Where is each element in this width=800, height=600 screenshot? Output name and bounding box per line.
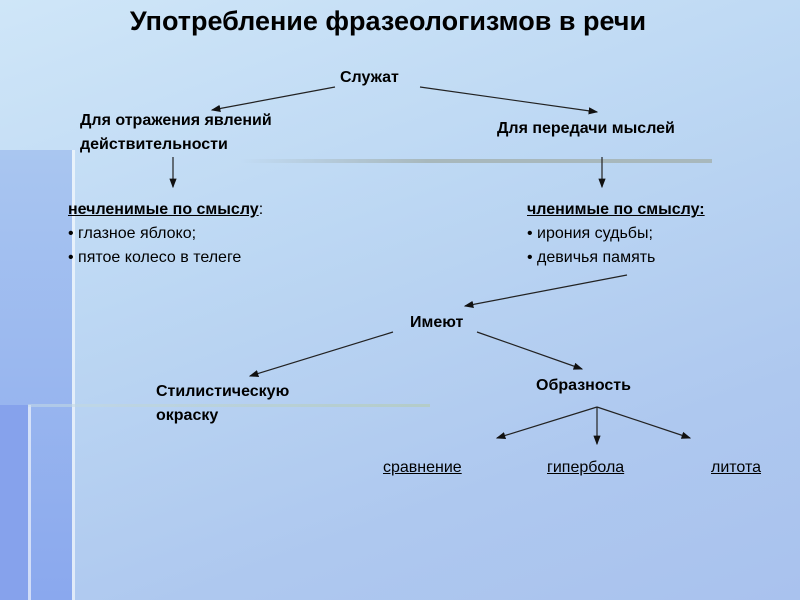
list-item: • девичья память (527, 249, 656, 266)
decor-line (240, 159, 712, 163)
link-litotes[interactable]: литота (711, 459, 762, 476)
decor-line (28, 404, 430, 407)
colon: : (258, 201, 264, 218)
link-hyperbole[interactable]: гипербола (547, 459, 625, 476)
arrow (248, 331, 394, 377)
decor-band (0, 405, 28, 600)
decor-line (28, 405, 31, 600)
node-imagery: Образность (536, 377, 631, 394)
right-list-heading: членимые по смыслу: (527, 201, 705, 218)
arrow (463, 274, 628, 308)
arrow (596, 406, 692, 439)
list-item: • глазное яблоко; (68, 225, 197, 242)
node-convey: Для передачи мыслей (497, 120, 675, 137)
decor-line (72, 150, 75, 600)
list-item: • пятое колесо в телеге (68, 249, 242, 266)
link-comparison[interactable]: сравнение (383, 459, 462, 476)
node-serve: Служат (340, 69, 399, 86)
node-reflect-2: действительности (80, 136, 228, 153)
arrow (495, 406, 598, 439)
node-have: Имеют (410, 314, 464, 331)
node-stylistic: Стилистическую (156, 383, 290, 400)
arrow (419, 86, 599, 115)
left-list-heading: нечленимые по смыслу: (68, 198, 263, 222)
node-reflect: Для отражения явлений (80, 112, 272, 129)
list-item: • ирония судьбы; (527, 225, 653, 242)
heading-text: нечленимые по смыслу (68, 201, 259, 218)
slide-title: Употребление фразеологизмов в речи (129, 6, 647, 36)
arrow (476, 331, 584, 370)
node-stylistic-2: окраску (156, 407, 219, 424)
arrow (210, 86, 336, 112)
